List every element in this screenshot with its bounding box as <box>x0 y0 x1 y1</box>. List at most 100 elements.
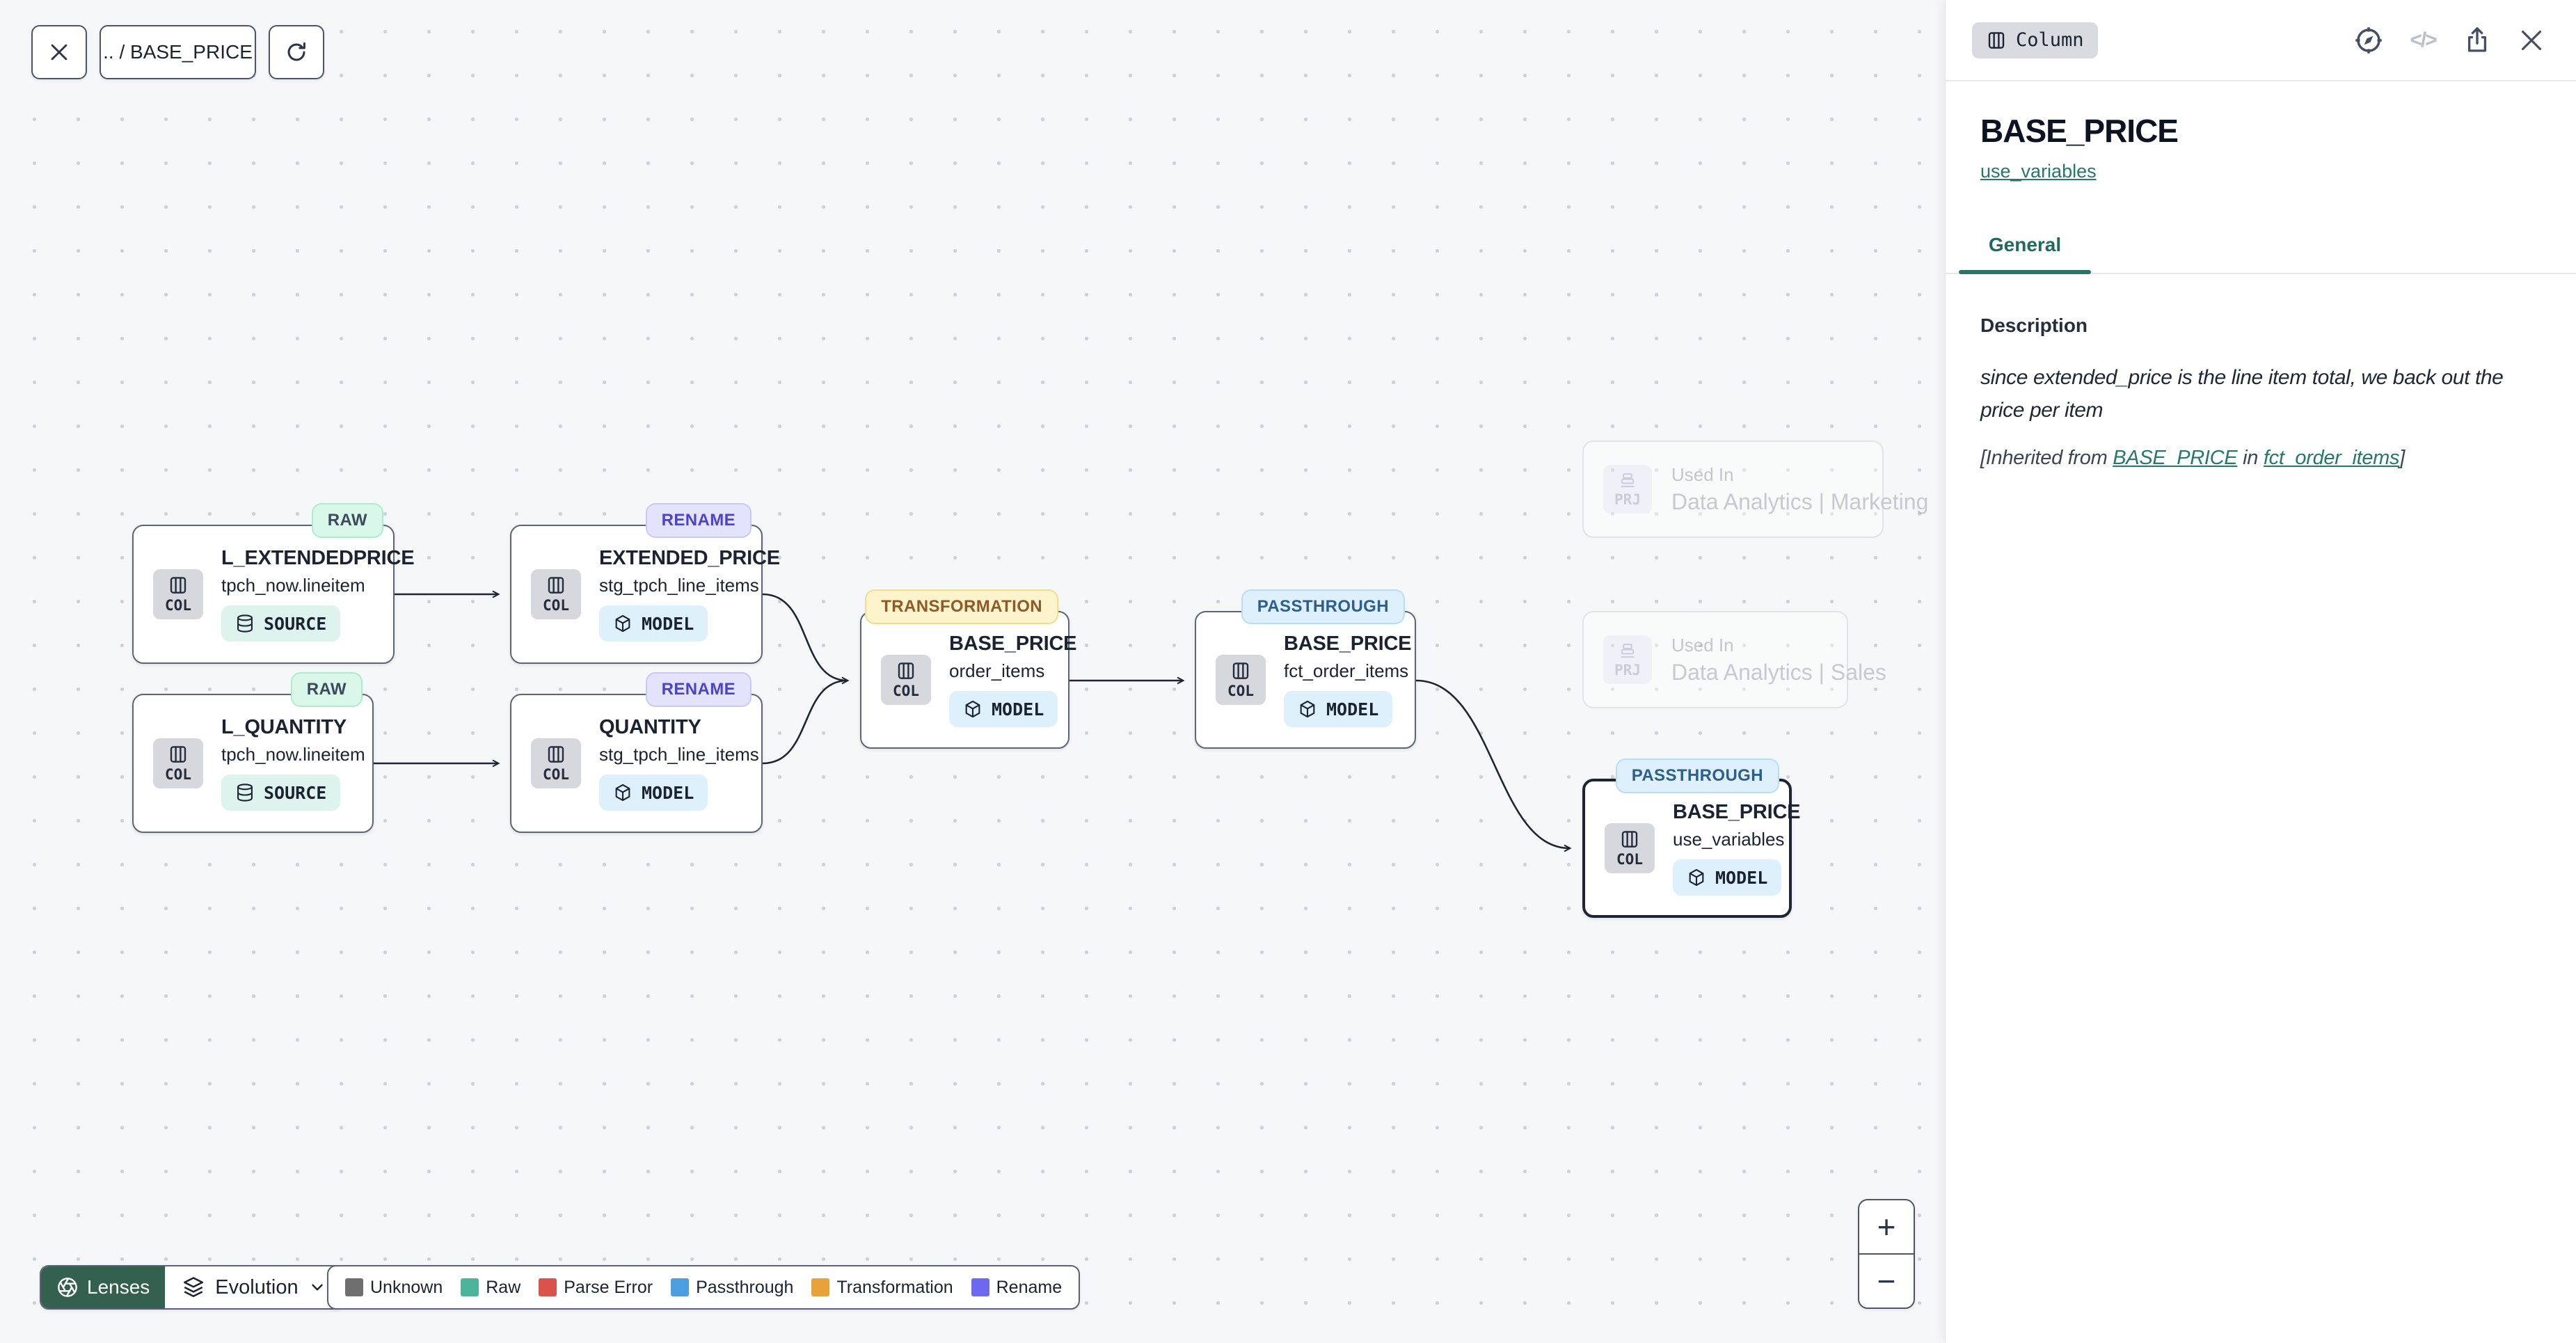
node-type-label: MODEL <box>1715 867 1768 888</box>
share-button[interactable] <box>2462 25 2492 56</box>
details-panel: Column </> <box>1945 0 2576 1343</box>
node-quantity[interactable]: RENAME COL QUANTITY stg_tpch_line_items … <box>510 672 763 833</box>
node-l-quantity[interactable]: RAW COL L_QUANTITY tpch_now.lineitem SOU… <box>132 672 374 833</box>
lens-badge: RENAME <box>645 503 752 538</box>
zoom-out-button[interactable]: − <box>1859 1253 1914 1308</box>
model-cube-icon <box>1300 700 1315 718</box>
node-title: BASE_PRICE <box>949 633 1077 655</box>
legend-item-unknown: Unknown <box>345 1278 443 1298</box>
view-code-button[interactable]: </> <box>2408 25 2438 56</box>
inherited-prefix: [Inherited from <box>1980 446 2113 469</box>
column-icon <box>898 662 914 679</box>
model-cube-icon <box>1689 868 1704 887</box>
column-kind-chip: COL <box>153 569 203 619</box>
legend-swatch <box>461 1278 479 1296</box>
description-text: since extended_price is the line item to… <box>1980 366 2504 422</box>
lenses-button[interactable]: Lenses <box>41 1266 166 1308</box>
node-base-price-fct-order-items[interactable]: PASSTHROUGH COL BASE_PRICE fct_order_ite… <box>1195 589 1416 749</box>
inherited-middle: in <box>2237 446 2264 469</box>
close-icon <box>51 44 67 61</box>
lens-badge: RAW <box>290 672 363 707</box>
node-subtitle: order_items <box>949 660 1045 681</box>
description-label: Description <box>1980 315 2088 336</box>
node-type-badge: MODEL <box>599 605 708 642</box>
refresh-button[interactable] <box>269 25 324 79</box>
legend-item-raw: Raw <box>461 1278 520 1298</box>
entity-type-badge: Column <box>1972 22 2098 58</box>
close-graph-button[interactable] <box>31 25 87 79</box>
database-icon <box>237 614 253 633</box>
column-kind-chip: COL <box>531 738 581 788</box>
inherited-column-link[interactable]: BASE_PRICE <box>2113 446 2238 469</box>
lens-badge: TRANSFORMATION <box>865 589 1058 624</box>
details-panel-header: Column </> <box>1946 0 2576 81</box>
lens-badge: PASSTHROUGH <box>1241 589 1405 624</box>
col-chip-label: COL <box>1227 683 1254 699</box>
used-in-label: Used In <box>1671 463 1734 485</box>
breadcrumb[interactable]: .. / BASE_PRICE <box>100 25 256 79</box>
model-cube-icon <box>615 614 630 633</box>
col-chip-label: COL <box>543 597 569 614</box>
model-link[interactable]: use_variables <box>1980 161 2097 182</box>
lens-bar: Lenses Evolution <box>40 1265 344 1310</box>
edge-quantity-orderitems <box>762 679 848 765</box>
node-type-label: SOURCE <box>264 613 327 634</box>
column-icon <box>1988 31 2005 49</box>
node-type-badge: MODEL <box>1284 691 1393 727</box>
node-type-label: SOURCE <box>264 782 327 803</box>
node-type-badge: MODEL <box>599 774 708 811</box>
node-base-price-order-items[interactable]: TRANSFORMATION COL BASE_PRICE order_item… <box>860 589 1077 749</box>
node-type-label: MODEL <box>992 699 1044 720</box>
lens-mode-dropdown[interactable]: Evolution <box>165 1266 343 1308</box>
edge-fctorderitems-usevariables <box>1415 679 1572 852</box>
inherited-suffix: ] <box>2399 446 2405 469</box>
close-icon <box>2521 30 2542 50</box>
breadcrumb-label: .. / BASE_PRICE <box>103 41 253 63</box>
panel-actions: </> <box>2353 25 2547 56</box>
used-in-label: Used In <box>1671 634 1734 655</box>
panel-tabs: General <box>1946 234 2576 274</box>
project-chip: PRJ <box>1603 465 1652 514</box>
node-subtitle: tpch_now.lineitem <box>221 575 365 596</box>
node-type-badge: MODEL <box>949 691 1058 727</box>
node-l-extendedprice[interactable]: RAW COL L_EXTENDEDPRICE tpch_now.lineite… <box>132 503 415 664</box>
inherited-model-link[interactable]: fct_order_items <box>2263 446 2400 469</box>
node-title: QUANTITY <box>599 716 701 738</box>
node-subtitle: tpch_now.lineitem <box>221 744 365 765</box>
node-base-price-use-variables[interactable]: PASSTHROUGH COL BASE_PRICE use_variables… <box>1582 758 1801 918</box>
project-stack-icon <box>1621 472 1635 487</box>
close-panel-button[interactable] <box>2516 25 2547 56</box>
chevron-down-icon <box>311 1284 323 1291</box>
zoom-in-button[interactable]: + <box>1877 1209 1896 1245</box>
node-subtitle: stg_tpch_line_items <box>599 575 759 596</box>
used-in-project: Data Analytics | Sales <box>1671 659 1886 685</box>
used-in-card-sales[interactable]: PRJ Used In Data Analytics | Sales <box>1582 611 1886 708</box>
lineage-canvas[interactable]: .. / BASE_PRICE RAW COL L_EXTENDEDPRICE … <box>0 0 1945 1343</box>
node-title: EXTENDED_PRICE <box>599 547 780 569</box>
lens-mode-label: Evolution <box>215 1276 299 1298</box>
column-icon <box>170 746 186 763</box>
used-in-card-marketing[interactable]: PRJ Used In Data Analytics | Marketing <box>1582 440 1928 538</box>
code-icon: </> <box>2410 28 2437 51</box>
node-title: L_QUANTITY <box>221 716 347 738</box>
model-cube-icon <box>965 700 980 718</box>
legend-swatch <box>971 1278 989 1296</box>
column-kind-chip: COL <box>1216 655 1266 705</box>
database-icon <box>237 784 253 802</box>
entity-type-label: Column <box>2016 29 2084 51</box>
explore-button[interactable] <box>2353 25 2384 56</box>
legend-item-parse-error: Parse Error <box>539 1278 653 1298</box>
project-chip-label: PRJ <box>1614 491 1641 508</box>
tab-general[interactable]: General <box>1959 234 2091 274</box>
node-title: BASE_PRICE <box>1673 801 1801 823</box>
layers-icon <box>184 1277 204 1298</box>
node-extended-price[interactable]: RENAME COL EXTENDED_PRICE stg_tpch_line_… <box>510 503 780 664</box>
legend-item-rename: Rename <box>971 1278 1062 1298</box>
project-stack-icon <box>1621 643 1635 658</box>
lens-badge: RAW <box>311 503 383 538</box>
column-icon <box>548 577 564 594</box>
node-subtitle: fct_order_items <box>1284 660 1409 681</box>
node-type-label: MODEL <box>1326 699 1379 720</box>
col-chip-label: COL <box>165 766 191 783</box>
